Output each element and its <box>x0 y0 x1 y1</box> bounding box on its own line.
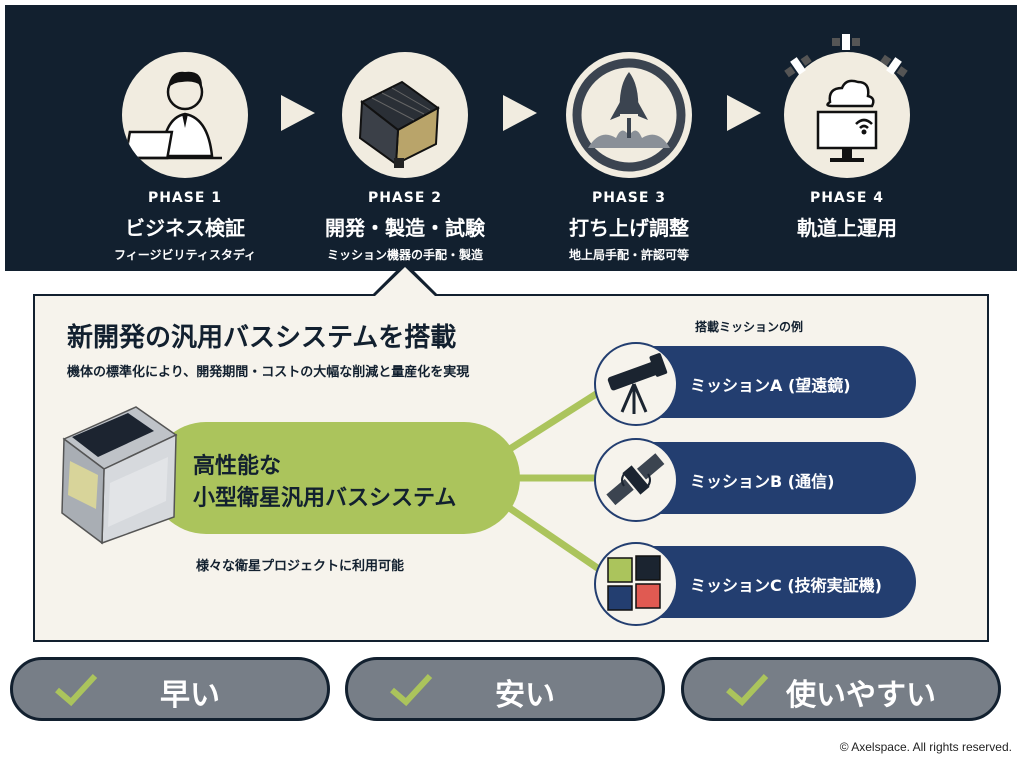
check-icon <box>390 673 433 707</box>
panel-title: 新開発の汎用バスシステムを搭載 <box>67 323 457 353</box>
phase-1: PHASE 1 ビジネス検証 フィージビリティスタディ <box>70 52 300 263</box>
mission-c-label: ミッションC (技術実証機) <box>690 576 882 595</box>
phase-subtitle: 地上局手配・許認可等 <box>568 248 689 262</box>
phase-label: PHASE 2 <box>367 190 443 206</box>
benefit-label: 安い <box>495 678 555 713</box>
copyright: © Axelspace. All rights reserved. <box>839 740 1012 754</box>
phase-label: PHASE 1 <box>147 190 223 206</box>
orbiting-satellites-icon <box>784 34 908 78</box>
benefit-cheap: 安い <box>345 657 665 721</box>
phase-title: 打ち上げ調整 <box>569 216 689 240</box>
phase-2: PHASE 2 開発・製造・試験 ミッション機器の手配・製造 <box>290 52 520 263</box>
phase-subtitle: ミッション機器の手配・製造 <box>326 248 483 262</box>
telescope-icon <box>594 342 678 426</box>
phase-4: PHASE 4 軌道上運用 <box>732 52 962 246</box>
communication-satellite-icon <box>594 438 678 522</box>
benefit-fast: 早い <box>10 657 330 721</box>
benefit-label: 早い <box>160 678 220 713</box>
phase-3: PHASE 3 打ち上げ調整 地上局手配・許認可等 <box>514 52 744 263</box>
phase-arrow-icon <box>503 95 537 131</box>
mission-b-label: ミッションB (通信) <box>690 472 835 491</box>
phase-title: 軌道上運用 <box>797 216 897 240</box>
businessperson-laptop-icon <box>122 52 248 178</box>
check-icon <box>55 673 98 707</box>
bus-system-note: 様々な衛星プロジェクトに利用可能 <box>196 559 405 574</box>
bus-satellite-icon <box>61 406 178 545</box>
satellite-icon <box>342 52 468 178</box>
bus-system-line2: 小型衛星汎用バスシステム <box>193 486 457 511</box>
phase-arrow-icon <box>281 95 315 131</box>
check-icon <box>726 673 769 707</box>
phase-label: PHASE 4 <box>809 190 885 206</box>
benefit-easy: 使いやすい <box>681 657 1001 721</box>
blocks-icon <box>594 542 678 626</box>
phase-title: 開発・製造・試験 <box>325 216 485 240</box>
bus-system-line1: 高性能な <box>193 454 282 479</box>
callout-pointer-fill <box>374 267 436 297</box>
phase-subtitle: フィージビリティスタディ <box>114 248 256 262</box>
phase-arrow-icon <box>727 95 761 131</box>
benefit-label: 使いやすい <box>786 678 936 713</box>
panel-subtitle: 機体の標準化により、開発期間・コストの大幅な削減と量産化を実現 <box>67 365 470 380</box>
bus-system-pill <box>150 422 520 534</box>
phase-label: PHASE 3 <box>591 190 667 206</box>
missions-heading: 搭載ミッションの例 <box>695 320 804 334</box>
phase-title: ビジネス検証 <box>125 216 245 240</box>
rocket-launch-icon <box>566 52 692 178</box>
mission-a-label: ミッションA (望遠鏡) <box>690 376 851 395</box>
satellite-operations-icon <box>784 52 910 178</box>
